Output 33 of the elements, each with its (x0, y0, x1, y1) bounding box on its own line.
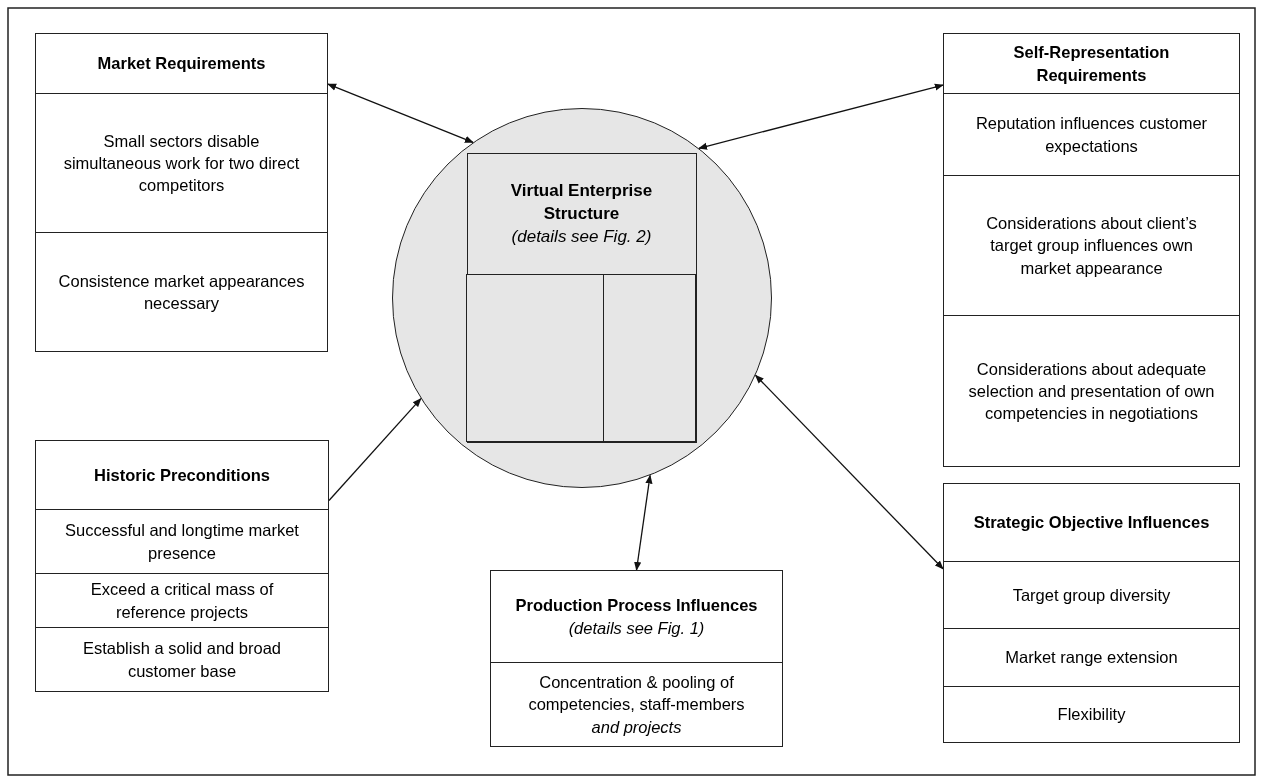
empty-panel (602, 274, 696, 442)
double-arrow (698, 83, 944, 150)
box-text: Concentration & pooling of competencies, staff-members and projects (527, 672, 746, 738)
box-text: Exceed a critical mass of reference projects (36, 574, 328, 628)
box-text: Establish a solid and broad customer base (81, 638, 283, 682)
text-box (943, 483, 1240, 743)
text-box (490, 570, 783, 747)
structure-box (466, 152, 697, 443)
box-text: Market range extension (944, 629, 1239, 687)
box-text: Considerations about adequate selection and presentation of own competencies in negotiations (967, 358, 1216, 425)
box-text: Reputation influences customer expectations (944, 94, 1239, 176)
box-heading: Strategic Objective Influences (973, 512, 1210, 534)
double-arrow (634, 474, 653, 571)
box-heading: Historic Preconditions (94, 464, 270, 486)
double-arrow (327, 83, 474, 143)
text-box (35, 440, 329, 692)
box-note: (details see Fig. 1) (568, 617, 705, 639)
empty-panel (466, 274, 604, 442)
text-box (943, 33, 1240, 467)
box-text: Small sectors disable simultaneous work for two direct competitors (36, 94, 327, 233)
box-note: (details see Fig. 2) (511, 225, 652, 248)
box-heading: Production Process Influences (515, 595, 758, 617)
box-heading: Self-Representation Requirements (1012, 42, 1171, 86)
box-text: Flexibility (1056, 704, 1127, 726)
box-heading: Virtual Enterprise Structure (509, 180, 654, 226)
arrow (328, 398, 422, 502)
text-box (35, 33, 328, 352)
box-heading: Market Requirements (97, 53, 266, 75)
box-text: Target group diversity (944, 562, 1239, 629)
box-text: Considerations about client’s target group influences own market appearance (944, 176, 1239, 316)
box-text: Consistence market appearances necessary (57, 270, 306, 314)
double-arrow (754, 374, 944, 570)
box-text: Successful and longtime market presence (36, 510, 328, 574)
